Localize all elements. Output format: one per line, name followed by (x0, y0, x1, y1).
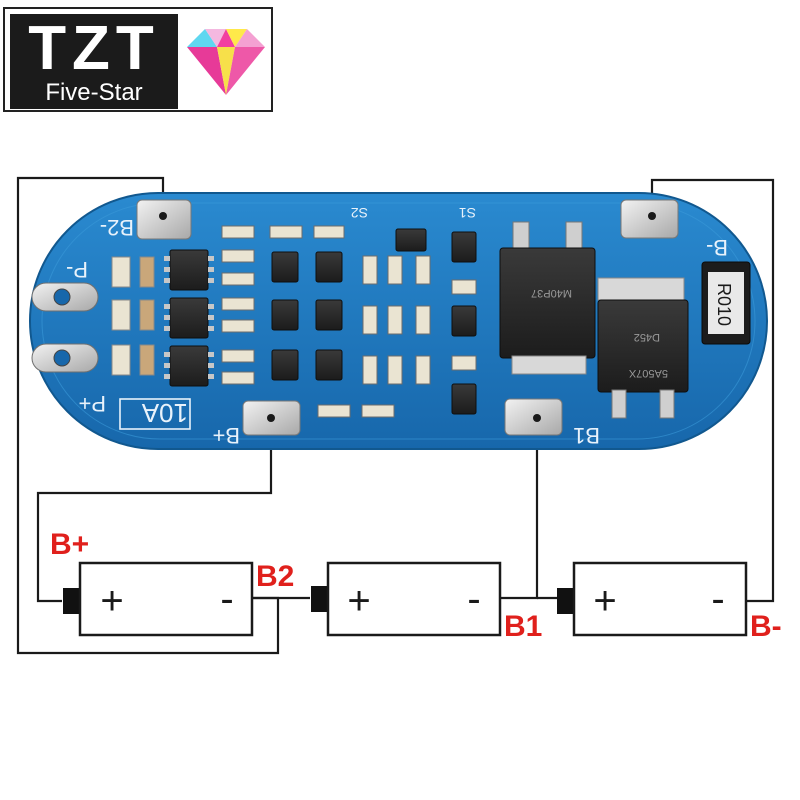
pad-bminus-dot (648, 212, 656, 220)
sot23-transistor (271, 299, 299, 331)
battery-cell-2-plus: + (347, 579, 370, 623)
sot23-transistor (315, 349, 343, 381)
brand-title: TZT (28, 14, 160, 83)
mosfet-right-body (597, 299, 689, 393)
smd-capacitor (139, 299, 155, 331)
sot23-transistor (271, 349, 299, 381)
mount-hole-top (31, 282, 99, 312)
sot23-transistor (451, 305, 477, 337)
gem-facet-bottom-left (187, 47, 226, 95)
battery-cell-1-body (78, 561, 254, 637)
battery-cell-3: + - (557, 561, 748, 637)
gem-facet-top-mid-right (226, 29, 247, 47)
mount-hole-top-drill (53, 288, 71, 306)
sot23-transistor (315, 251, 343, 283)
mount-hole-bottom-drill (53, 349, 71, 367)
battery-cell-2: + - (311, 561, 502, 637)
smd-capacitor (139, 344, 155, 376)
battery-cell-2-body (326, 561, 502, 637)
battery-cell-2-terminal (311, 586, 328, 612)
smd-capacitor (139, 256, 155, 288)
brand-logo: TZT Five-Star (3, 7, 273, 112)
gem-facet-top-right (235, 29, 265, 47)
wire-label-b-minus: B- (750, 610, 782, 643)
wire-label-b-plus: B+ (50, 528, 89, 561)
ic-legs (164, 256, 214, 379)
wire-bminus-pad-to-cell3-negative (650, 178, 775, 603)
protection-ics (169, 249, 209, 387)
gem-facet-top-left (187, 29, 217, 47)
label-b2-pad: B2- (100, 215, 134, 240)
gem-facet-top-mid-left (205, 29, 226, 47)
smd-resistor-middle (362, 255, 477, 385)
label-p-plus-pad: P+ (78, 391, 106, 416)
brand-subtitle: Five-Star (45, 79, 143, 106)
gem-facet-top-center (217, 29, 235, 47)
shunt-resistor: R010 (701, 261, 751, 345)
pad-bplus-dot (267, 414, 275, 422)
mosfet-right-leg (611, 389, 627, 419)
smd-resistor (111, 344, 131, 376)
pad-b1-dot (533, 414, 541, 422)
battery-cell-3-minus: - (711, 577, 724, 621)
mosfet-right-leg (659, 389, 675, 419)
sot23-transistor (451, 383, 477, 415)
mosfet-left-heatsink (511, 355, 587, 375)
brand-logo-plate: TZT Five-Star (10, 14, 178, 109)
pcb-board: B2- P- P+ B+ B1 B- S2 S1 10A (29, 192, 768, 450)
wires (16, 176, 775, 655)
battery-cell-1-minus: - (220, 577, 233, 621)
gem-facet-bottom-center (217, 47, 235, 95)
label-s2: S2 (351, 205, 368, 221)
pcb-inner-trace (41, 202, 756, 440)
battery-cell-2-minus: - (467, 577, 480, 621)
smd-resistor (111, 256, 131, 288)
smd-resistor-grid (221, 225, 395, 418)
diamond-icon (187, 29, 265, 95)
mosfet-right: D452 5A507X (597, 277, 689, 419)
smd-resistor (111, 299, 131, 331)
sot23-transistor (315, 299, 343, 331)
battery-cell-1: + - (63, 561, 254, 637)
battery-cell-1-plus: + (100, 579, 123, 623)
label-bplus-pad: B+ (212, 423, 240, 448)
wire-bplus-pad-to-cell1-positive (36, 418, 273, 603)
current-rating-label: 10A (141, 398, 188, 428)
shunt-resistor-face (708, 272, 744, 334)
wire-label-b2: B2 (256, 560, 294, 593)
wire-label-b1: B1 (504, 610, 542, 643)
protection-ic (169, 249, 209, 291)
label-p-minus-pad: P- (66, 257, 88, 282)
sot23-transistor (395, 228, 427, 252)
label-s1: S1 (459, 205, 476, 221)
mosfet-right-marking-1: D452 (634, 331, 660, 343)
smd-resistor-column-1 (111, 256, 155, 376)
sot23-transistors (271, 228, 477, 415)
label-bminus-pad: B- (706, 235, 728, 260)
battery-cell-3-terminal (557, 588, 574, 614)
mount-hole-bottom (31, 343, 99, 373)
mosfet-left-body (499, 247, 596, 359)
shunt-resistor-marking: R010 (714, 283, 734, 326)
smd-components (111, 225, 477, 418)
label-b1-pad: B1 (573, 423, 600, 448)
battery-cell-1-terminal (63, 588, 80, 614)
battery-cell-3-plus: + (593, 579, 616, 623)
battery-cell-3-body (572, 561, 748, 637)
mosfet-left: M40P37 (499, 221, 596, 375)
gem-facet-bottom-right (226, 47, 265, 95)
pad-b2-dot (159, 212, 167, 220)
mosfet-right-marking-2: 5A507X (628, 367, 668, 379)
protection-ic (169, 345, 209, 387)
sot23-transistor (451, 231, 477, 263)
protection-ic (169, 297, 209, 339)
mosfet-left-marking: M40P37 (531, 287, 572, 299)
sot23-transistor (271, 251, 299, 283)
current-rating-box (119, 398, 191, 430)
mosfet-right-heatsink (597, 277, 685, 301)
